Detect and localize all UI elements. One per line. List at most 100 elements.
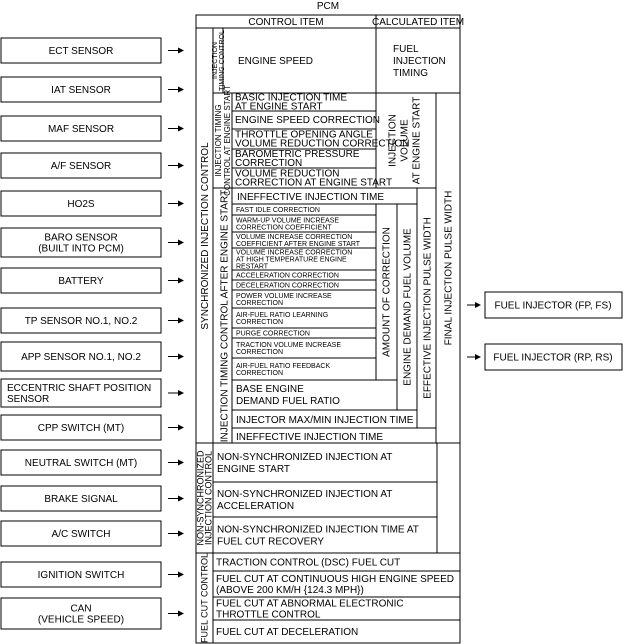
engine-start-correction-label: ENGINE SPEED CORRECTION: [235, 115, 380, 126]
control-item-header: CONTROL ITEM: [248, 17, 323, 28]
output-arrow-head: [475, 302, 481, 308]
input-sensor-box: [0, 115, 162, 142]
fuel-cut-item-label: FUEL CUT AT DECELERATION: [216, 627, 358, 638]
fuel-injector-label: FUEL INJECTOR (FP, FS): [494, 301, 611, 312]
input-sensor-box: [0, 378, 162, 408]
injection-timing-control-label: INJECTIONTIMING CONTROL: [212, 30, 226, 91]
input-sensor-label: CPP SWITCH (MT): [38, 423, 124, 434]
input-sensor-label: APP SENSOR NO.1, NO.2: [21, 352, 141, 363]
pcm-outline: [195, 14, 461, 644]
fuel-injector-box: [484, 291, 623, 319]
input-sensor-label: TP SENSOR NO.1, NO.2: [25, 316, 138, 327]
pcm-title: PCM: [317, 1, 339, 12]
input-sensor-box: [0, 76, 162, 103]
fuel-cut-control-label: FUEL CUT CONTROL: [200, 553, 210, 643]
synchronized-injection-control-label: SYNCHRONIZED INJECTION CONTROL: [200, 142, 211, 330]
fuel-injector-box: [484, 343, 623, 371]
after-start-correction-label: FAST IDLE CORRECTION: [236, 207, 320, 214]
injection-timing-control-after-engine-start-label: INJECTION TIMING CONTROL AFTER ENGINE ST…: [220, 190, 231, 442]
input-sensor-box: [0, 341, 162, 372]
input-arrow-head: [178, 200, 184, 207]
input-arrow-head: [178, 459, 184, 466]
input-sensor-box: [0, 307, 162, 334]
injection-timing-control-at-engine-start-label-group: INJECTION TIMINGCONTROL AT ENGINE START: [214, 85, 232, 196]
input-sensor-box: [0, 190, 162, 217]
input-arrow-head: [178, 162, 184, 169]
amount-of-correction-label: AMOUNT OF CORRECTION: [382, 227, 393, 357]
input-sensor-label: NEUTRAL SWITCH (MT): [25, 458, 137, 469]
fuel-cut-item-label: TRACTION CONTROL (DSC) FUEL CUT: [216, 558, 400, 569]
input-sensor-box: [0, 520, 162, 547]
non-synchronized-injection-control-label: NON-SYNCHRONIZEDINJECTION CONTROL: [196, 450, 214, 546]
input-sensor-box: [0, 227, 162, 258]
final-injection-pulse-width-label-group: FINAL INJECTION PULSE WIDTH: [444, 191, 455, 346]
input-arrow-head: [178, 610, 184, 617]
input-sensor-box: [0, 152, 162, 179]
injection-volume-at-engine-start-label-group: INJECTIONVOLUMEAT ENGINE START: [388, 97, 423, 185]
injection-timing-control-at-engine-start-label: INJECTION TIMINGCONTROL AT ENGINE START: [214, 85, 232, 196]
engine-speed-label: ENGINE SPEED: [238, 56, 313, 67]
input-sensor-label: MAF SENSOR: [48, 124, 114, 135]
input-sensor-label: HO2S: [67, 199, 95, 210]
input-sensor-box: [0, 414, 162, 441]
input-sensor-box: [0, 267, 162, 294]
engine-demand-fuel-volume-label: ENGINE DEMAND FUEL VOLUME: [403, 228, 414, 386]
input-sensor-label: IAT SENSOR: [51, 85, 111, 96]
injection-volume-at-engine-start-label: INJECTIONVOLUMEAT ENGINE START: [388, 97, 423, 185]
input-sensor-label: IGNITION SWITCH: [38, 570, 125, 581]
input-sensor-label: A/F SENSOR: [51, 161, 112, 172]
input-sensor-label: BRAKE SIGNAL: [44, 494, 118, 505]
input-arrow-head: [178, 125, 184, 132]
effective-injection-pulse-width-label: EFFECTIVE INJECTION PULSE WIDTH: [423, 217, 434, 399]
final-injection-pulse-width-label: FINAL INJECTION PULSE WIDTH: [444, 191, 455, 346]
output-arrow-head: [475, 354, 481, 360]
ineffective-injection-time-label: INEFFECTIVE INJECTION TIME: [236, 432, 383, 443]
ineffective-injection-time-label: INEFFECTIVE INJECTION TIME: [237, 192, 384, 203]
input-arrow-head: [178, 277, 184, 284]
effective-injection-pulse-width-label-group: EFFECTIVE INJECTION PULSE WIDTH: [423, 217, 434, 399]
input-arrow-head: [178, 317, 184, 324]
fuel-cut-control-label-group: FUEL CUT CONTROL: [200, 553, 210, 643]
after-start-correction-label: ACCELERATION CORRECTION: [236, 272, 339, 279]
input-sensor-box: [0, 597, 162, 630]
input-sensor-label: A/C SWITCH: [52, 529, 111, 540]
input-arrow-head: [178, 424, 184, 431]
after-start-correction-label: DECELERATION CORRECTION: [236, 282, 339, 289]
input-sensor-label: BATTERY: [58, 276, 104, 287]
injection-timing-control-after-engine-start-label-group: INJECTION TIMING CONTROL AFTER ENGINE ST…: [220, 190, 231, 442]
input-sensor-box: [0, 561, 162, 588]
input-arrow-head: [178, 47, 184, 54]
input-sensor-label: BARO SENSOR(BUILT INTO PCM): [38, 233, 124, 255]
input-arrow-head: [178, 571, 184, 578]
input-arrow-head: [178, 390, 184, 396]
injection-timing-control-label-group: INJECTIONTIMING CONTROL: [212, 30, 226, 91]
input-sensor-label: CAN(VEHICLE SPEED): [38, 604, 124, 626]
input-arrow-head: [178, 86, 184, 93]
injector-max-min-injection-time-label: INJECTOR MAX/MIN INJECTION TIME: [236, 415, 414, 426]
after-start-correction-label: PURGE CORRECTION: [236, 330, 310, 337]
input-sensor-box: [0, 485, 162, 512]
input-arrow-head: [178, 530, 184, 537]
fuel-injector-label: FUEL INJECTOR (RP, RS): [493, 353, 612, 364]
synchronized-injection-control-label-group: SYNCHRONIZED INJECTION CONTROL: [200, 142, 211, 330]
